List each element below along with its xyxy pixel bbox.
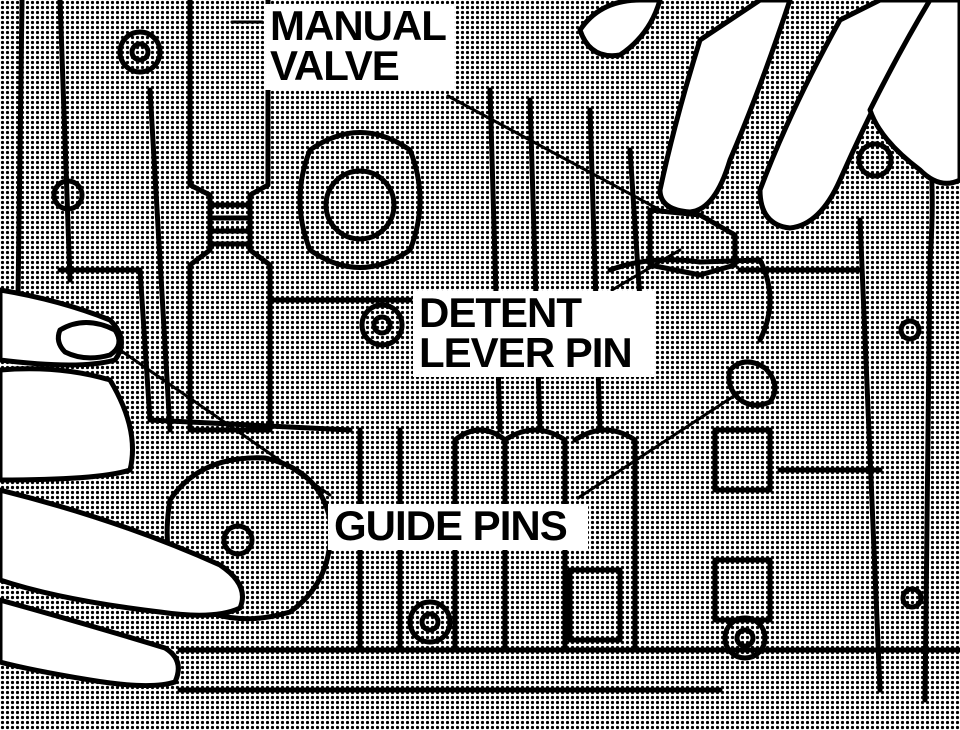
manual-valve-label: MANUAL VALVE bbox=[264, 4, 454, 90]
hand-finger-2 bbox=[0, 597, 181, 689]
hand-palm bbox=[0, 366, 135, 483]
bolt-right-top bbox=[856, 141, 894, 179]
lower-left-disc-hole bbox=[221, 523, 255, 557]
bolt-center-inner bbox=[371, 314, 393, 336]
right-block bbox=[712, 557, 773, 623]
bolt-top-left-inner bbox=[129, 41, 151, 63]
right-pad bbox=[712, 427, 773, 493]
small-valve bbox=[567, 567, 623, 643]
bolt-bottom-right-inner bbox=[734, 627, 756, 649]
bolt-left bbox=[51, 178, 85, 212]
bolt-bottom-mid bbox=[407, 599, 453, 645]
bolt-bottom-mid-inner bbox=[419, 611, 441, 633]
finger-top-1 bbox=[577, 0, 663, 59]
detent-lever-hub bbox=[323, 168, 397, 242]
bore-3 bbox=[502, 427, 568, 653]
detent-lever-pin bbox=[647, 207, 738, 278]
manual-valve-spool bbox=[187, 0, 273, 433]
leader-guide-pin-left bbox=[118, 348, 332, 497]
bolt-right bbox=[898, 318, 922, 342]
guide-pin-right bbox=[726, 359, 778, 408]
pin-left bbox=[55, 320, 122, 361]
leader-manual-valve-2 bbox=[446, 94, 662, 212]
channel-b bbox=[147, 87, 173, 433]
leader-detent-lever-pin bbox=[610, 248, 682, 292]
detent-lever bbox=[297, 130, 423, 270]
channel-a bbox=[57, 0, 73, 283]
leader-guide-pin-right bbox=[576, 390, 742, 500]
finger-top-4 bbox=[867, 0, 960, 186]
ledge-upper bbox=[57, 267, 353, 433]
detent-lever-pin-label: DETENT LEVER PIN bbox=[413, 291, 655, 377]
hand-finger-1 bbox=[0, 487, 245, 618]
detent-lever-arm bbox=[607, 257, 773, 343]
bolt-center bbox=[359, 302, 405, 348]
bore-4 bbox=[572, 427, 638, 653]
bolt-right-lower bbox=[900, 586, 924, 610]
casting-left-edge bbox=[15, 0, 25, 303]
bolt-top-left bbox=[117, 29, 163, 75]
channel-g bbox=[857, 217, 883, 693]
guide-pins-label: GUIDE PINS bbox=[328, 504, 588, 550]
